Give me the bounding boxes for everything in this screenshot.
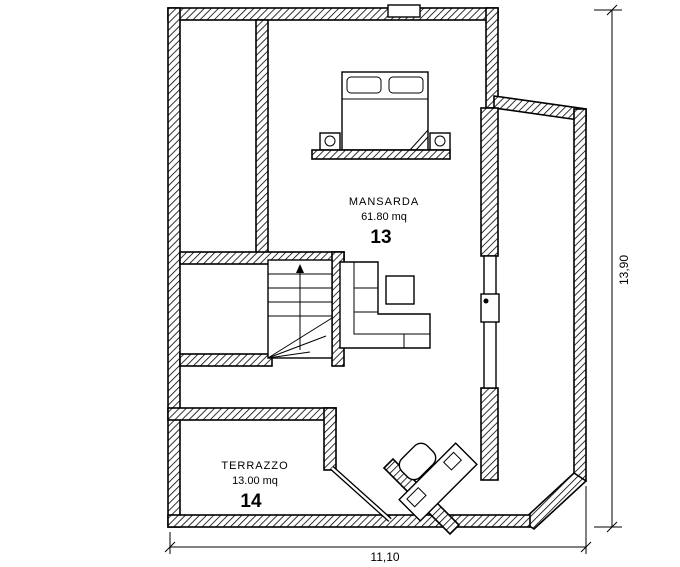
- room-name: TERRAZZO: [221, 460, 288, 472]
- bed-fold-line2: [415, 136, 429, 151]
- nightstand-right: [429, 132, 451, 151]
- stair-winder: [267, 335, 327, 359]
- room-label-mansarda: MANSARDA 61.80 mq 13: [349, 196, 419, 248]
- exterior-wall-upper-right: [485, 7, 499, 109]
- exterior-wall-left: [167, 7, 181, 528]
- coffee-table: [385, 275, 415, 305]
- exterior-wall-extension-top: [493, 95, 587, 122]
- interior-wall-left-room-bottom: [179, 353, 273, 367]
- dim-label-width: 11,10: [370, 550, 399, 564]
- terrazzo-wall-top: [167, 407, 337, 421]
- bed-parapet-wall: [311, 149, 451, 160]
- dim-tick: [606, 4, 618, 16]
- exterior-wall-right: [573, 108, 587, 482]
- stair-arrow-icon: [296, 264, 304, 273]
- sofa: [339, 261, 431, 349]
- window-handle-icon: [483, 298, 489, 304]
- bed-outline: [341, 71, 429, 151]
- exterior-wall-corner-diagonal: [520, 471, 588, 531]
- terrazzo-wall-right: [323, 407, 337, 471]
- bed-pillow-right: [388, 76, 424, 94]
- dimension-right: 13,90: [594, 4, 631, 533]
- sofa-outline: [339, 261, 431, 349]
- interior-wall-center-vertical: [255, 19, 269, 254]
- desk: [398, 442, 478, 522]
- desk-item-left: [406, 486, 427, 508]
- lamp-icon: [324, 135, 336, 147]
- exterior-wall-bottom: [167, 514, 531, 528]
- sofa-back-line: [353, 262, 430, 335]
- right-pier-lower: [480, 387, 499, 481]
- desk-group: [398, 442, 478, 522]
- terrazzo-parapet-inner: [331, 467, 391, 521]
- dim-tick: [606, 521, 618, 533]
- nightstand-left: [319, 132, 341, 151]
- dim-tick: [164, 541, 176, 553]
- window-marker: [480, 293, 500, 323]
- lamp-icon: [434, 135, 446, 147]
- room-area: 13.00 mq: [232, 475, 278, 487]
- desk-chair: [398, 442, 437, 481]
- room-label-terrazzo: TERRAZZO 13.00 mq 14: [221, 460, 288, 512]
- dim-tick: [580, 541, 592, 553]
- bed-pillow-left: [346, 76, 382, 94]
- dim-label-height: 13,90: [617, 255, 631, 285]
- wall-opening-marker: [387, 4, 421, 18]
- right-pier-upper: [480, 107, 499, 257]
- double-bed: [341, 71, 429, 151]
- dimension-bottom: 11,10: [164, 486, 592, 564]
- room-name: MANSARDA: [349, 196, 419, 208]
- stair-winder: [267, 351, 311, 359]
- room-number: 13: [370, 227, 391, 248]
- bed-fold-line: [409, 129, 429, 151]
- room-area: 61.80 mq: [361, 211, 407, 223]
- desk-item-right: [442, 451, 463, 471]
- room-number: 14: [240, 491, 262, 512]
- exterior-wall-top: [167, 7, 499, 21]
- staircase: [267, 259, 333, 359]
